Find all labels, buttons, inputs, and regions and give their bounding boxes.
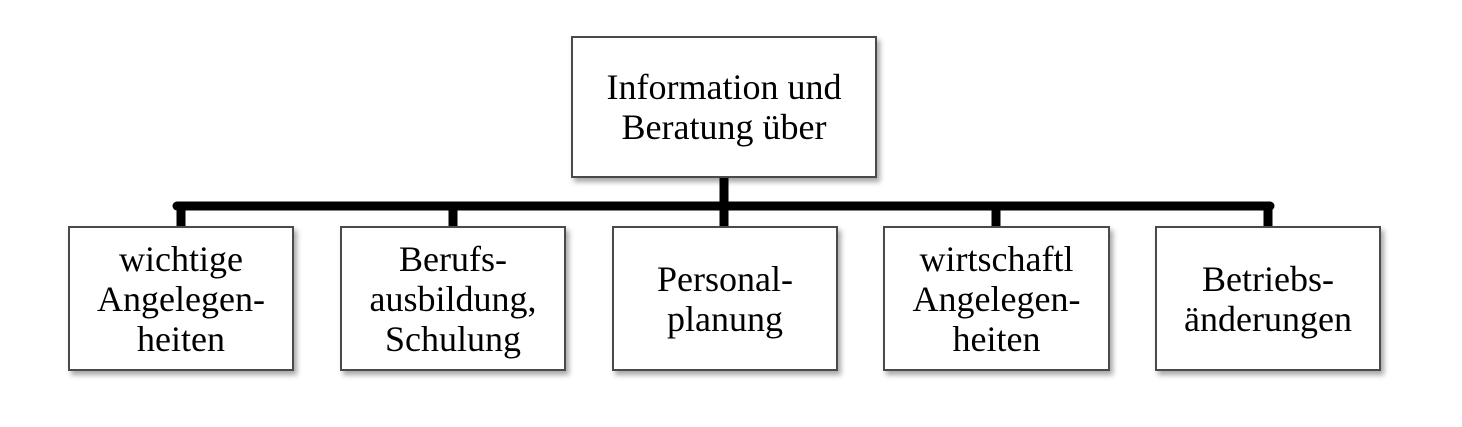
child-node-label: wichtige Angelegen- heiten xyxy=(97,238,265,359)
child-node-berufsausbildung: Berufs- ausbildung, Schulung xyxy=(340,226,566,371)
child-node-label: Betriebs- änderungen xyxy=(1184,258,1352,339)
child-node-label: Personal- planung xyxy=(657,258,793,339)
child-node-wirtschaftl-angelegenheiten: wirtschaftl Angelegen- heiten xyxy=(883,226,1110,371)
child-node-personalplanung: Personal- planung xyxy=(612,226,838,371)
root-node-box: Information und Beratung über xyxy=(571,36,877,178)
root-node-label: Information und Beratung über xyxy=(606,67,842,147)
child-node-label: Berufs- ausbildung, Schulung xyxy=(369,238,537,359)
child-node-wichtige-angelegenheiten: wichtige Angelegen- heiten xyxy=(68,226,294,371)
child-node-label: wirtschaftl Angelegen- heiten xyxy=(912,238,1081,359)
child-node-betriebsaenderungen: Betriebs- änderungen xyxy=(1155,226,1381,371)
